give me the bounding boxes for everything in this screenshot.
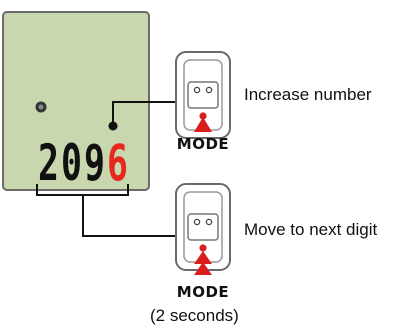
mode-button-label-bottom: MODE	[176, 283, 230, 301]
lcd-digit: 0	[61, 134, 82, 192]
lcd-digit: 9	[84, 134, 105, 192]
digits-bracket	[36, 184, 190, 237]
mode-button-device-bottom	[175, 183, 231, 271]
press-arrow-up-icon	[194, 117, 212, 132]
duration-label: (2 seconds)	[150, 306, 239, 325]
long-press-arrow-icon	[194, 251, 212, 275]
lcd-digit-active: 6	[107, 134, 128, 192]
move-next-digit-label: Move to next digit	[244, 220, 378, 239]
lcd-round-button-icon	[35, 101, 47, 113]
lcd-digit: 2	[38, 134, 59, 192]
increase-number-label: Increase number	[244, 85, 372, 104]
active-digit-pointer	[108, 101, 190, 131]
mode-button-label-top: MODE	[176, 135, 230, 153]
